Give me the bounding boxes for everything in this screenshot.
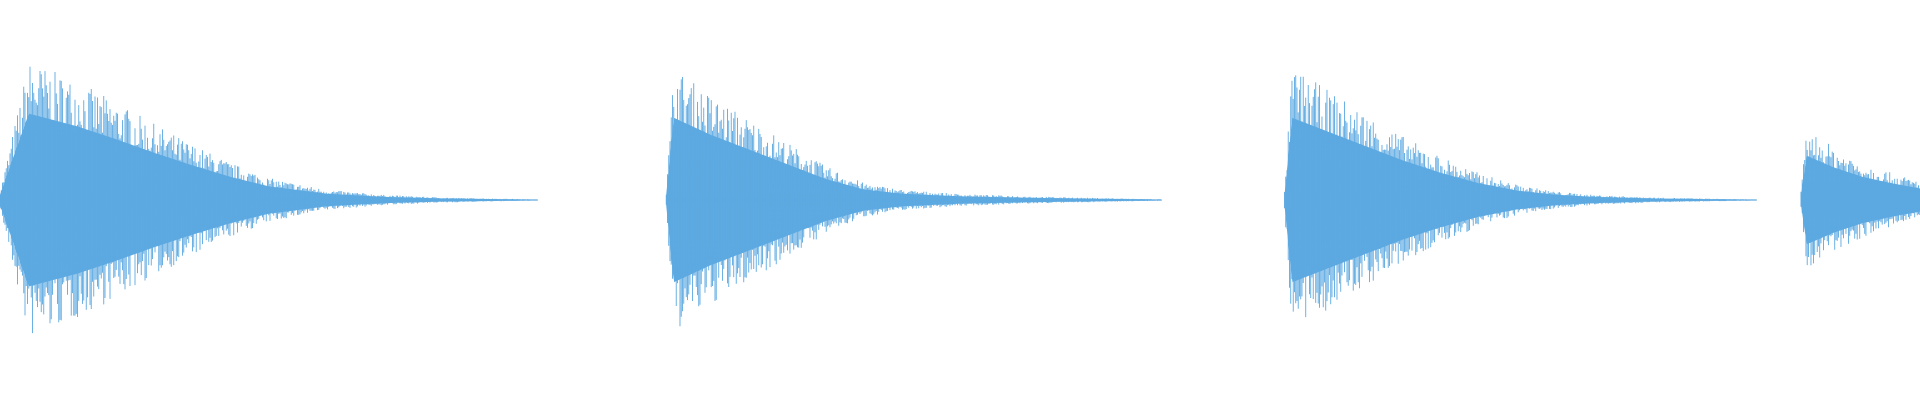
waveform-burst-3 xyxy=(1284,75,1757,318)
waveform-samples xyxy=(1800,137,1920,266)
waveform-burst-4 xyxy=(1800,137,1920,266)
waveform-burst-1 xyxy=(0,66,538,334)
waveform-burst-2 xyxy=(665,76,1162,327)
